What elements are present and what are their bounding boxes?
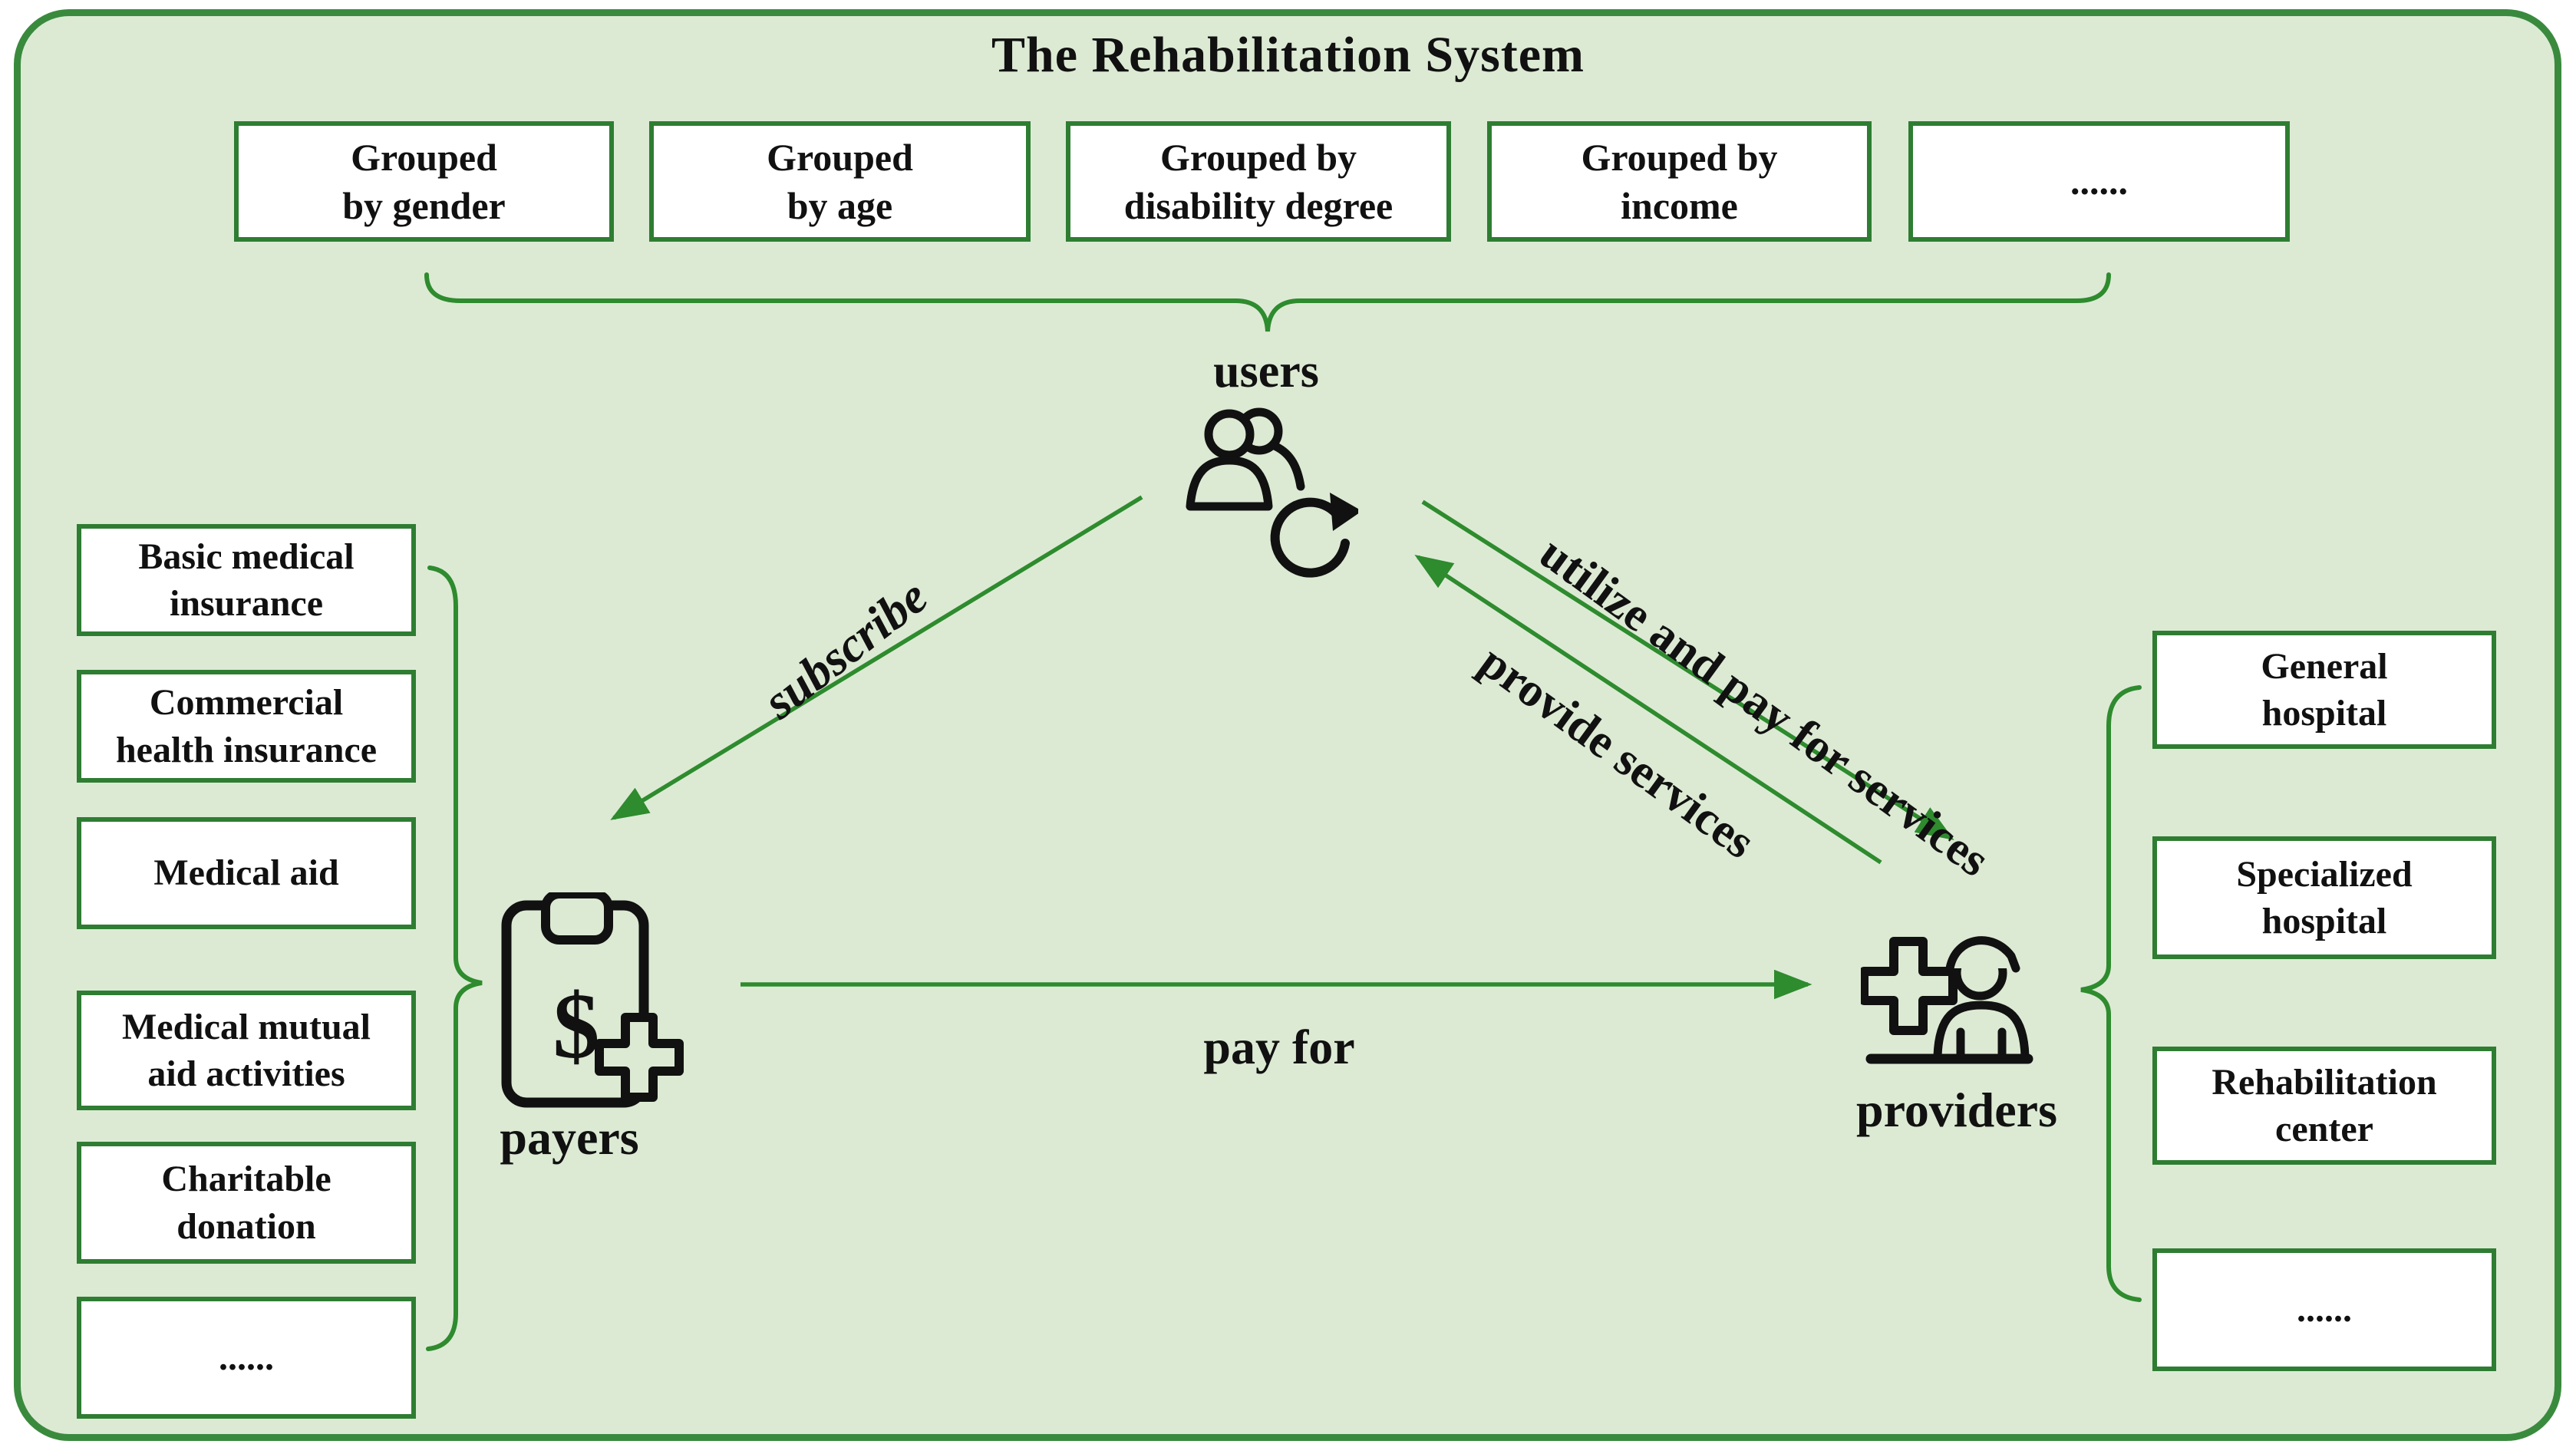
users-entity-label: users (1213, 345, 1319, 397)
payer-source-box-basic-medical-insurance: Basic medical insurance (77, 524, 416, 636)
payer-source-box-more: ...... (77, 1297, 416, 1419)
user-group-box-gender: Grouped by gender (234, 121, 614, 242)
user-group-box-disability-degree: Grouped by disability degree (1066, 121, 1451, 242)
diagram-title: The Rehabilitation System (991, 27, 1585, 83)
provider-type-box-more: ...... (2152, 1248, 2496, 1371)
provider-type-box-specialized-hospital: Specialized hospital (2152, 836, 2496, 959)
user-group-box-income: Grouped by income (1487, 121, 1872, 242)
pay-for-relation-label: pay for (1203, 1020, 1355, 1074)
user-group-box-age: Grouped by age (649, 121, 1031, 242)
providers-entity-label: providers (1856, 1083, 2057, 1137)
payer-source-box-medical-mutual-aid: Medical mutual aid activities (77, 991, 416, 1110)
payer-source-box-charitable-donation: Charitable donation (77, 1142, 416, 1264)
payer-source-box-commercial-health-insurance: Commercial health insurance (77, 670, 416, 783)
user-group-box-more: ...... (1908, 121, 2290, 242)
payer-source-box-medical-aid: Medical aid (77, 817, 416, 929)
payers-entity-label: payers (500, 1110, 639, 1165)
provider-type-box-rehabilitation-center: Rehabilitation center (2152, 1047, 2496, 1165)
provider-type-box-general-hospital: General hospital (2152, 631, 2496, 749)
